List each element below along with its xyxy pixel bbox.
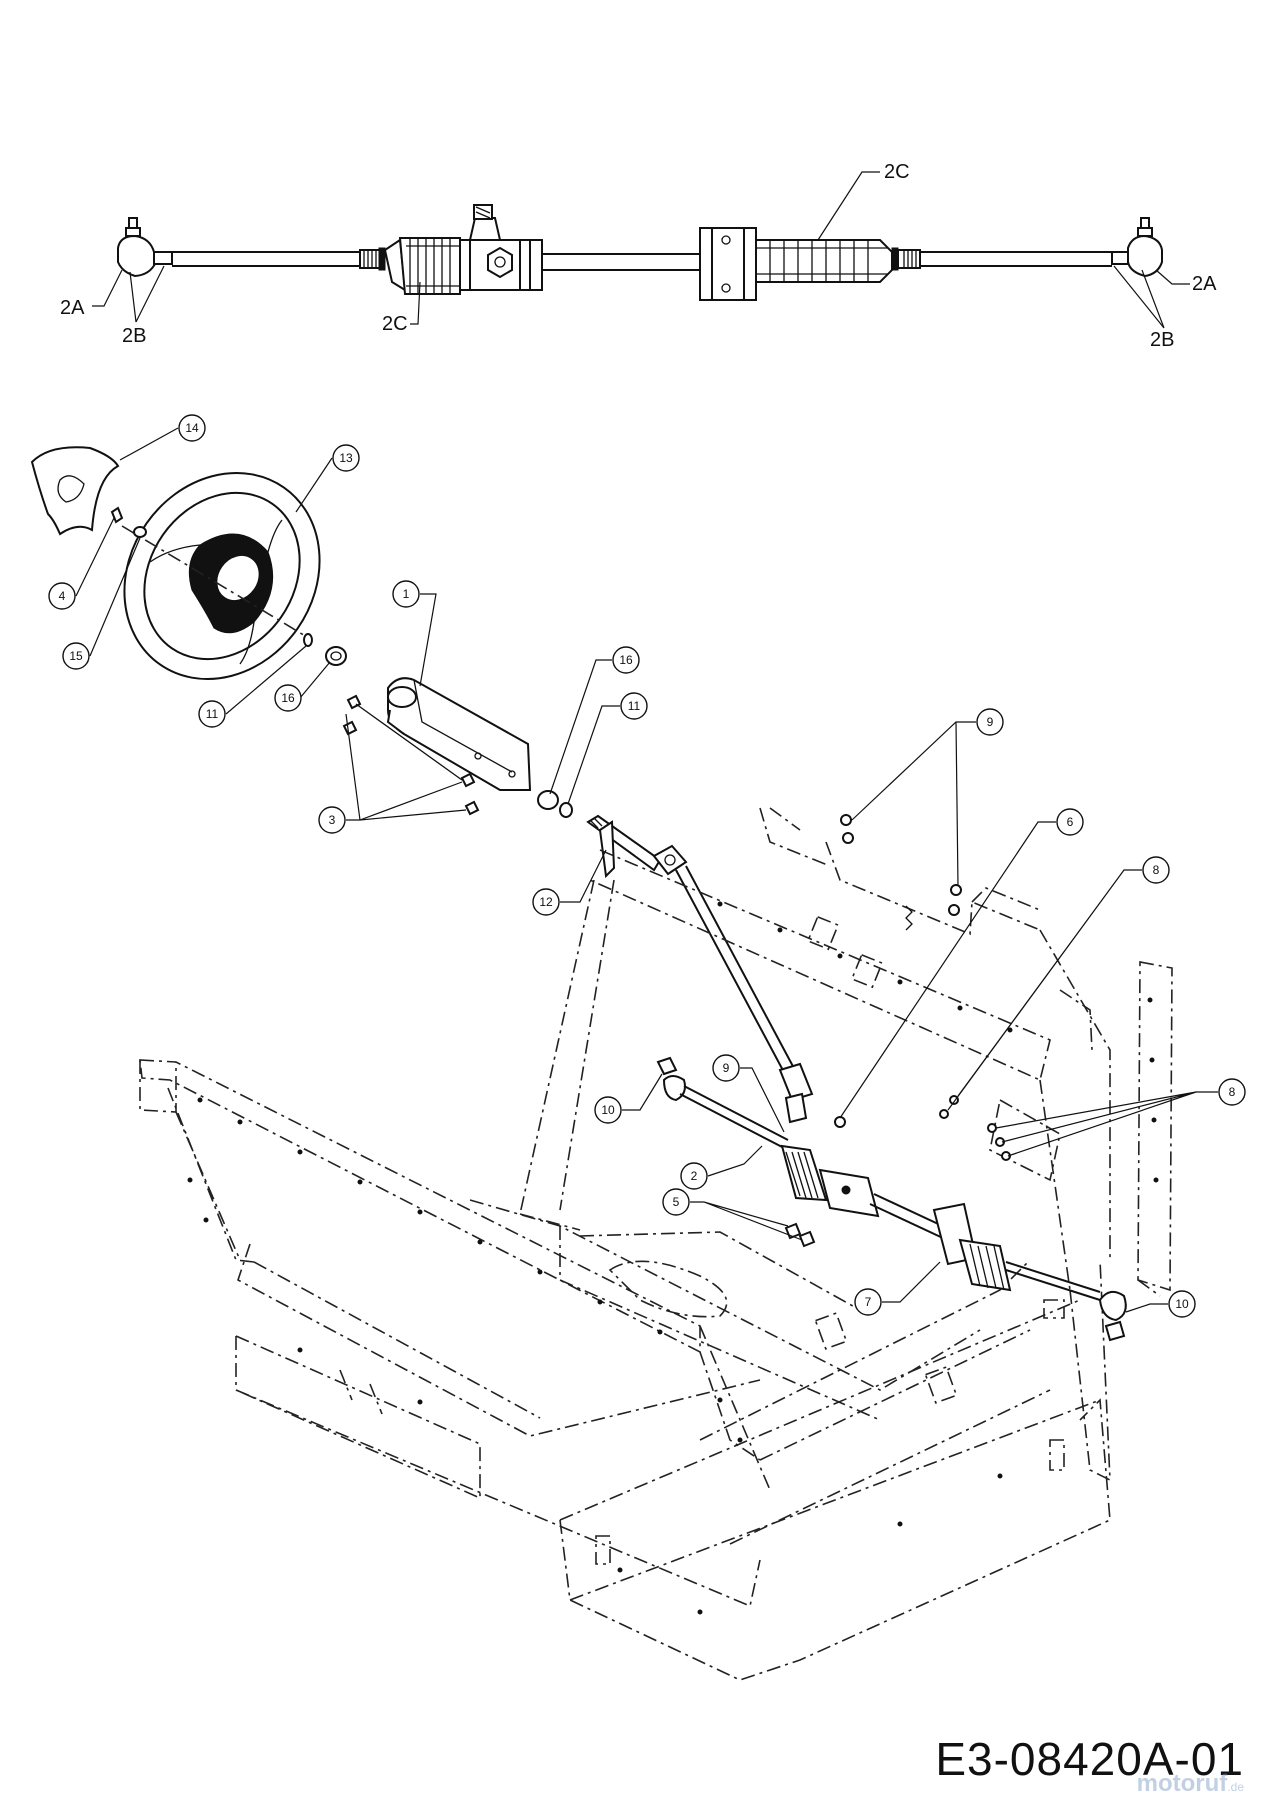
steering-rack-assembly: 2A 2B 2C 2C 2A 2B <box>60 161 1217 351</box>
callout-16-column: 16 <box>619 653 633 667</box>
left-rod-threads <box>359 247 386 271</box>
boot-right <box>755 239 893 283</box>
label-2c-left: 2C <box>382 313 408 335</box>
callout-7: 7 <box>865 1295 872 1309</box>
callout-8-top: 8 <box>1153 863 1160 877</box>
callout-10-right: 10 <box>1175 1297 1189 1311</box>
callout-12: 12 <box>539 895 553 909</box>
callout-15: 15 <box>69 649 83 663</box>
callout-11-column: 11 <box>628 699 641 713</box>
callout-4: 4 <box>59 589 66 603</box>
callout-13: 13 <box>339 451 353 465</box>
callout-1: 1 <box>403 587 410 601</box>
callout-3: 3 <box>329 813 336 827</box>
column-bracket <box>342 677 532 816</box>
watermark-text: motoruf <box>1136 1770 1228 1797</box>
label-2a-left: 2A <box>60 297 85 319</box>
label-2a-right: 2A <box>1192 273 1217 295</box>
frame-holes <box>187 901 1159 1615</box>
drawing-number: E3-08420A-01 <box>935 1733 1244 1785</box>
boot-left <box>383 237 461 295</box>
label-2b-right: 2B <box>1150 329 1174 351</box>
callouts: 14 13 4 15 11 16 1 3 16 11 <box>48 414 1246 1318</box>
callout-16-wheel: 16 <box>281 691 295 705</box>
callout-11-wheel: 11 <box>206 707 219 721</box>
steering-shaft <box>586 814 814 1124</box>
right-rod-threads <box>891 247 921 271</box>
tie-rod-end-left <box>117 217 173 278</box>
pinion-housing <box>459 204 543 291</box>
label-2b-left: 2B <box>122 325 146 347</box>
tie-rod-end-right <box>1111 217 1163 278</box>
callout-9-top: 9 <box>987 715 994 729</box>
callout-10-left: 10 <box>601 1103 615 1117</box>
callout-6: 6 <box>1067 815 1074 829</box>
callout-14: 14 <box>185 421 199 435</box>
watermark-suffix: .de <box>1227 1780 1244 1794</box>
label-2c-right: 2C <box>884 161 910 183</box>
vehicle-frame <box>139 807 1173 1681</box>
watermark-logo: motoruf.de <box>1137 1770 1244 1798</box>
steering-cap <box>30 446 120 536</box>
callout-5: 5 <box>673 1195 680 1209</box>
callout-2: 2 <box>691 1169 698 1183</box>
callout-9-lower: 9 <box>723 1061 730 1075</box>
installed-steering-rack <box>656 814 1127 1342</box>
steering-wheel-group <box>30 446 347 681</box>
callout-8-lower: 8 <box>1229 1085 1236 1099</box>
rack-mount-bracket <box>699 227 757 301</box>
